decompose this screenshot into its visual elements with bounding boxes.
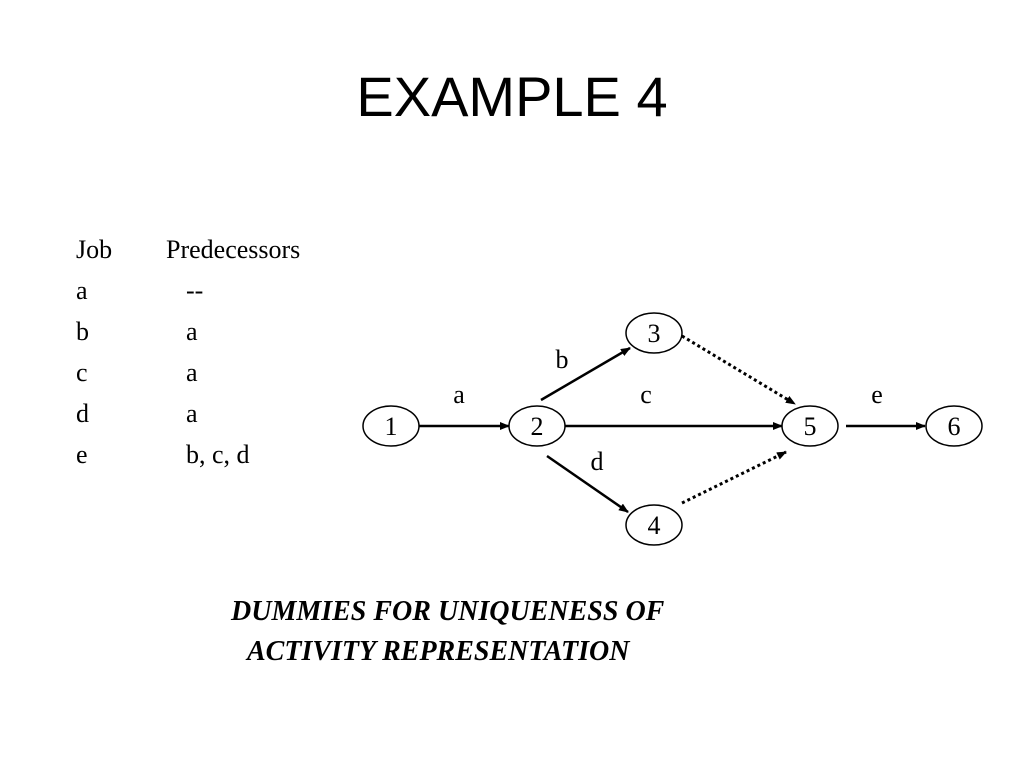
event-node-label: 1 xyxy=(385,412,398,441)
table-row: b a xyxy=(76,311,376,352)
activity-arrow-2-4 xyxy=(546,454,629,514)
activity-label-b: b xyxy=(556,345,569,374)
node-layer: 1 2 3 4 5 6 xyxy=(362,312,983,546)
predecessor-cell: a xyxy=(186,317,198,346)
job-cell: c xyxy=(76,358,88,387)
activity-arrow-2-3 xyxy=(540,346,631,402)
header-predecessors: Predecessors xyxy=(166,235,301,264)
activity-label-a: a xyxy=(453,380,465,409)
event-node-label: 6 xyxy=(948,412,961,441)
table-row: c a xyxy=(76,352,376,393)
event-node-6: 6 xyxy=(925,405,983,447)
event-node-circle xyxy=(781,405,839,447)
event-node-label: 5 xyxy=(804,412,817,441)
event-node-circle xyxy=(625,312,683,354)
caption-line-2: ACTIVITY REPRESENTATION xyxy=(247,636,630,667)
table-header-row: Job Predecessors xyxy=(76,229,376,270)
event-node-circle xyxy=(362,405,420,447)
event-node-3: 3 xyxy=(625,312,683,354)
header-job: Job xyxy=(76,235,113,264)
activity-label-e: e xyxy=(871,380,883,409)
job-cell: b xyxy=(76,317,89,346)
event-node-2: 2 xyxy=(508,405,566,447)
predecessor-cell: -- xyxy=(186,276,204,305)
predecessor-cell: a xyxy=(186,399,198,428)
predecessor-cell: a xyxy=(186,358,198,387)
predecessor-cell: b, c, d xyxy=(186,440,250,469)
job-cell: d xyxy=(76,399,89,428)
table-row: a -- xyxy=(76,270,376,311)
job-predecessor-table: Job Predecessors a -- b a c a d a e b, c… xyxy=(76,229,376,475)
job-cell: a xyxy=(76,276,88,305)
caption-line-1: DUMMIES FOR UNIQUENESS OF xyxy=(231,596,665,627)
event-node-5: 5 xyxy=(781,405,839,447)
event-node-circle xyxy=(508,405,566,447)
table-row: d a xyxy=(76,393,376,434)
event-node-1: 1 xyxy=(362,405,420,447)
event-node-4: 4 xyxy=(625,504,683,546)
table-row: e b, c, d xyxy=(76,434,376,475)
event-node-label: 3 xyxy=(648,319,661,348)
event-node-label: 2 xyxy=(531,412,544,441)
event-node-circle xyxy=(625,504,683,546)
slide-title: EXAMPLE 4 xyxy=(356,65,668,128)
event-node-circle xyxy=(925,405,983,447)
activity-label-d: d xyxy=(591,447,604,476)
slide-caption: DUMMIES FOR UNIQUENESS OF ACTIVITY REPRE… xyxy=(200,592,790,672)
dummy-arrow-3-5 xyxy=(681,334,796,406)
dummy-arrow-4-5 xyxy=(681,450,787,505)
activity-label-c: c xyxy=(640,380,652,409)
job-cell: e xyxy=(76,440,88,469)
edge-layer: a b c d e xyxy=(418,334,926,514)
event-node-label: 4 xyxy=(648,511,661,540)
